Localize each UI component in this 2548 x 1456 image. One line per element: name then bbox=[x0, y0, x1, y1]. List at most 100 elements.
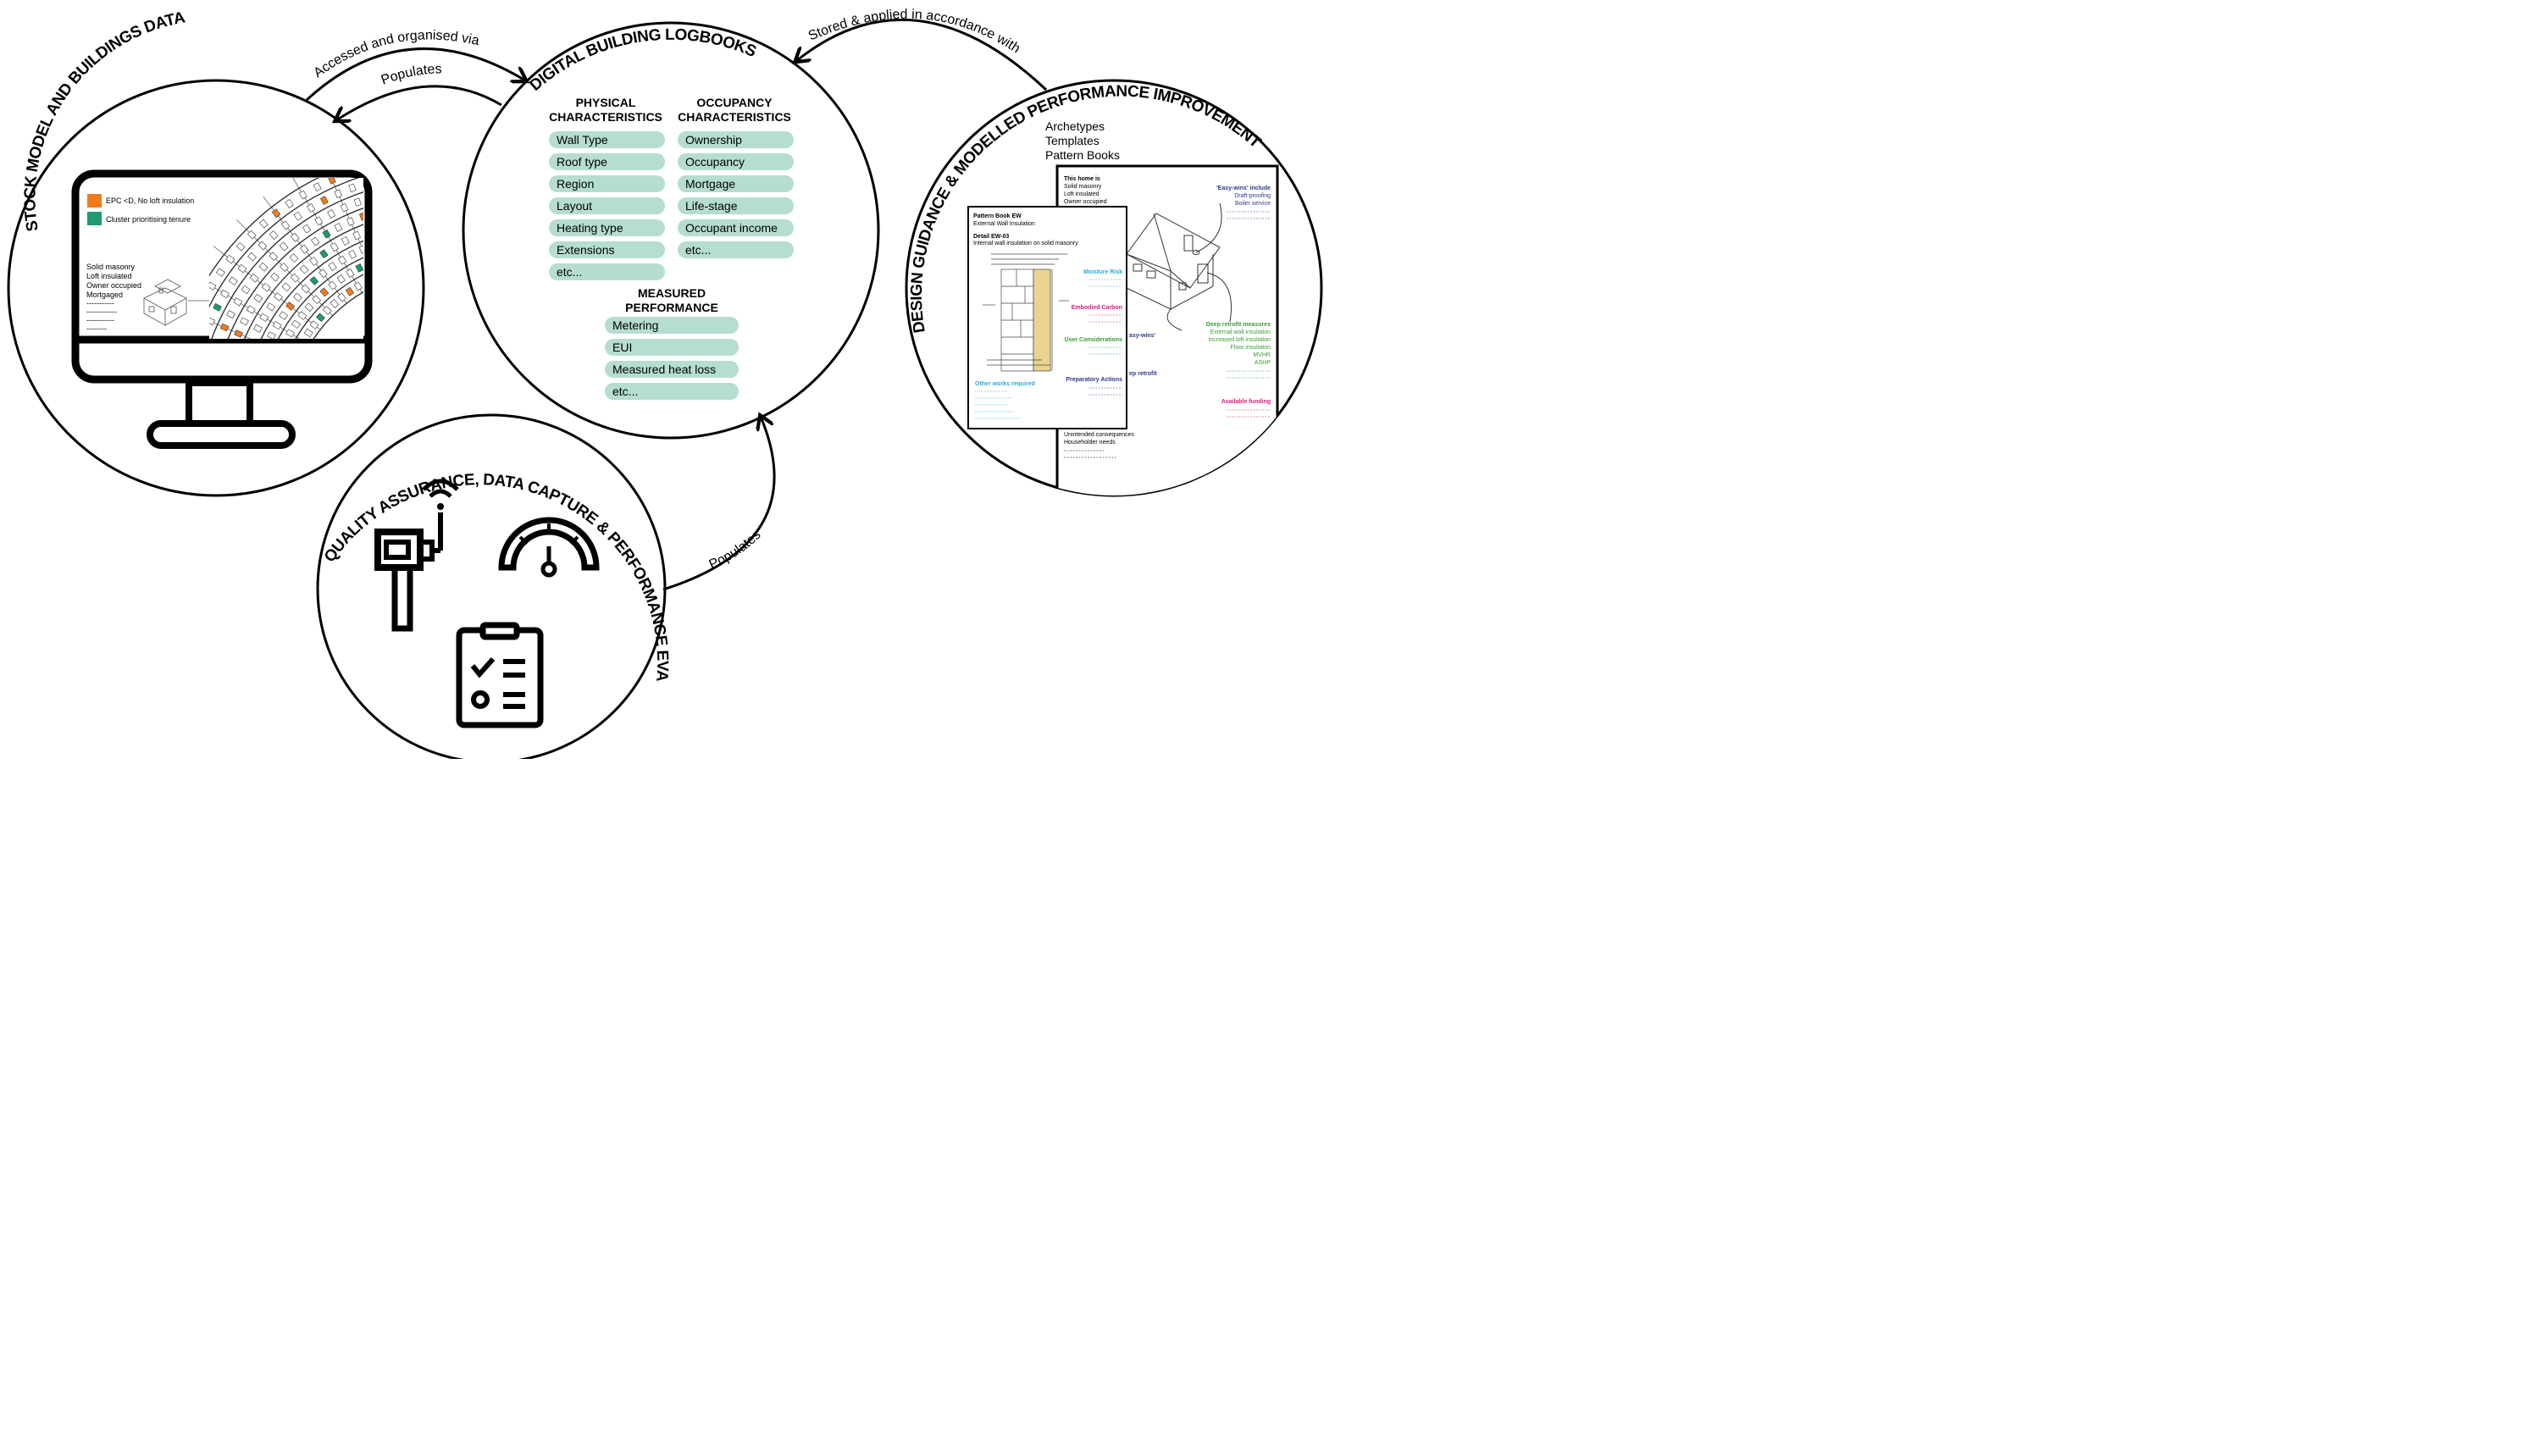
house-info-2: Owner occupied bbox=[86, 281, 141, 290]
physical-item-1: Roof type bbox=[557, 155, 607, 169]
map-building bbox=[291, 319, 301, 329]
measured-pill-1 bbox=[605, 339, 739, 356]
easy-wins-title: 'Easy-wins' include bbox=[1216, 185, 1271, 191]
map-building bbox=[318, 269, 328, 279]
occupancy-item-2: Mortgage bbox=[685, 177, 735, 191]
map-building bbox=[334, 223, 343, 232]
map-building bbox=[226, 310, 235, 319]
wall-section-sketch bbox=[983, 253, 1069, 372]
map-building bbox=[258, 219, 269, 229]
pattern-book-subtitle: External Wall Insulation bbox=[973, 221, 1035, 227]
detail-title: Detail EW-03 bbox=[973, 234, 1009, 240]
physical-header-1: PHYSICAL bbox=[576, 96, 636, 109]
deep-line-2: Floor insulation bbox=[1231, 345, 1271, 351]
map-building bbox=[353, 197, 362, 207]
legend-swatch-cluster bbox=[87, 212, 102, 225]
map-building bbox=[348, 183, 357, 192]
map-building bbox=[319, 249, 329, 259]
map-building bbox=[220, 289, 230, 299]
map-building bbox=[309, 276, 319, 285]
home-title: This home is bbox=[1064, 176, 1100, 182]
monitor-icon bbox=[71, 169, 373, 449]
map-building bbox=[302, 224, 312, 234]
map-building bbox=[281, 282, 291, 292]
house-info-0: Solid masonry bbox=[86, 263, 136, 271]
measured-item-0: Metering bbox=[612, 318, 658, 332]
bottom-line-1: Householder needs bbox=[1064, 440, 1116, 446]
map-building bbox=[293, 292, 302, 302]
physical-pill-3 bbox=[549, 197, 665, 214]
map-building bbox=[298, 190, 307, 200]
funding-title: Available funding bbox=[1221, 399, 1271, 405]
map-building bbox=[328, 262, 337, 271]
physical-pill-6 bbox=[549, 263, 665, 280]
map-building bbox=[316, 313, 325, 323]
map-building bbox=[322, 229, 331, 239]
pattern-book-document: Pattern Book EW External Wall Insulation… bbox=[967, 206, 1127, 429]
label-populates-bottom: Populates bbox=[707, 528, 764, 573]
arrow-qa-to-logbook bbox=[662, 417, 776, 591]
map-building bbox=[272, 321, 282, 330]
map-building bbox=[279, 241, 289, 252]
map-building bbox=[289, 253, 299, 263]
map-building bbox=[267, 331, 276, 339]
map-building bbox=[306, 203, 316, 213]
map-building bbox=[228, 276, 238, 285]
occupancy-pill-0 bbox=[678, 131, 794, 148]
map-building bbox=[338, 255, 347, 265]
home-line-0: Solid masonry bbox=[1064, 184, 1102, 190]
map-building bbox=[280, 263, 289, 272]
map-building bbox=[261, 283, 271, 292]
checklist-icon bbox=[456, 622, 544, 728]
sensor-icon bbox=[374, 479, 459, 632]
arrow-design-to-logbook bbox=[796, 18, 1048, 91]
house-sketch-icon bbox=[143, 279, 210, 326]
map-building bbox=[297, 311, 307, 320]
map-building bbox=[330, 242, 339, 252]
map-building bbox=[319, 287, 330, 297]
occupancy-pill-2 bbox=[678, 175, 794, 192]
map-building bbox=[241, 285, 251, 295]
occupancy-pill-5 bbox=[678, 241, 794, 258]
embodied-carbon-label: Embodied Carbon bbox=[1072, 305, 1122, 311]
map-building bbox=[285, 302, 296, 311]
house-dash-3: -------- bbox=[86, 324, 107, 333]
physical-item-3: Layout bbox=[557, 199, 592, 213]
measured-pill-2 bbox=[605, 361, 739, 378]
measured-header-1: MEASURED bbox=[638, 286, 706, 300]
map-building bbox=[209, 317, 215, 325]
map-building bbox=[328, 178, 336, 185]
physical-item-5: Extensions bbox=[557, 243, 614, 257]
legend-swatch-epc bbox=[87, 194, 102, 208]
stock-circle bbox=[7, 79, 425, 497]
map-building bbox=[334, 189, 342, 198]
map-building bbox=[346, 217, 355, 226]
measured-pill-0 bbox=[605, 317, 739, 334]
house-info-1: Loft insulated bbox=[86, 272, 132, 280]
map-building bbox=[280, 220, 291, 230]
legend-label-epc: EPC <D, No loft insulation bbox=[106, 197, 194, 205]
map-building bbox=[269, 252, 279, 262]
map-building bbox=[285, 329, 295, 338]
occupancy-pill-4 bbox=[678, 219, 794, 236]
map-building bbox=[266, 302, 276, 312]
pattern-book-title: Pattern Book EW bbox=[973, 213, 1022, 219]
map-building bbox=[233, 297, 243, 307]
stock-map bbox=[209, 178, 363, 339]
physical-item-0: Wall Type bbox=[557, 133, 608, 147]
map-building bbox=[253, 294, 263, 303]
map-building bbox=[225, 254, 235, 264]
map-building bbox=[259, 313, 269, 322]
occupancy-header-1: OCCUPANCY bbox=[696, 96, 773, 109]
label-populates-top: Populates bbox=[379, 62, 442, 87]
map-building bbox=[246, 305, 256, 314]
map-building bbox=[258, 241, 268, 251]
map-building bbox=[336, 274, 346, 284]
map-building bbox=[258, 262, 269, 272]
map-building bbox=[290, 273, 300, 283]
map-building bbox=[290, 232, 300, 242]
physical-pill-5 bbox=[549, 241, 665, 258]
deep-retrofit-title: Deep retrofit measures bbox=[1206, 322, 1271, 328]
map-building bbox=[313, 182, 322, 191]
